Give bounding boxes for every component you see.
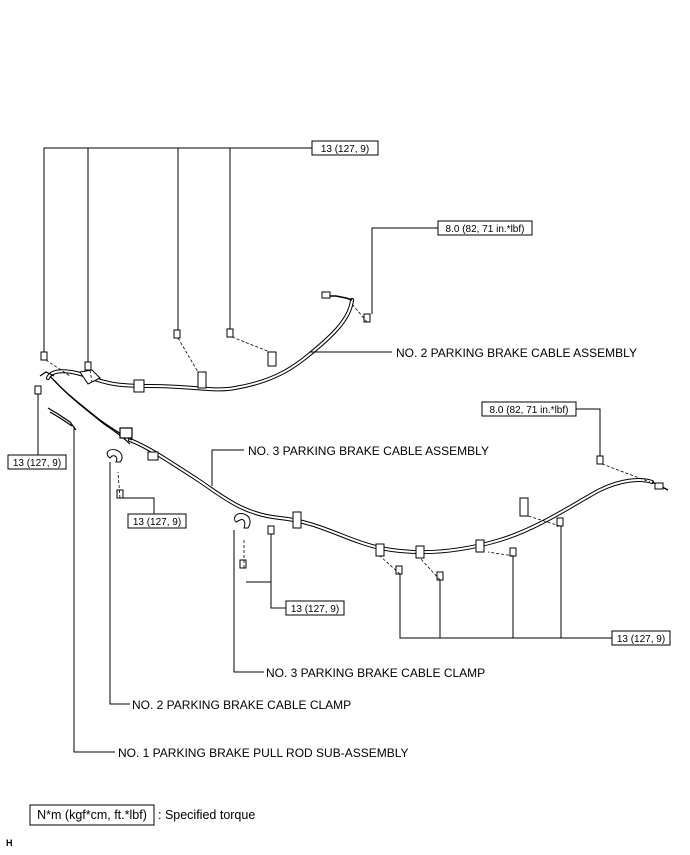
- clamp-no2-shape: [106, 449, 123, 463]
- legend-unit-box: N*m (kgf*cm, ft.*lbf): [37, 808, 147, 822]
- label-no3-cable-assembly: NO. 3 PARKING BRAKE CABLE ASSEMBLY: [248, 444, 489, 458]
- torque-value-center-left: 13 (127, 9): [133, 517, 181, 528]
- torque-value-left: 13 (127, 9): [13, 458, 61, 469]
- cable-no2-assembly: [46, 291, 354, 393]
- torque-value-right-upper: 8.0 (82, 71 in.*lbf): [446, 224, 525, 235]
- cable-no3-assembly: [128, 438, 669, 559]
- torque-value-bottom-right: 13 (127, 9): [617, 634, 665, 645]
- bolts: [34, 313, 604, 581]
- leader-lines: [37, 147, 612, 753]
- corner-mark: H: [6, 838, 13, 848]
- legend-description: : Specified torque: [158, 808, 255, 822]
- torque-box-bottom-right: 13 (127, 9): [611, 630, 671, 646]
- label-no3-cable-clamp: NO. 3 PARKING BRAKE CABLE CLAMP: [266, 666, 485, 680]
- torque-box-right-upper: 8.0 (82, 71 in.*lbf): [437, 220, 533, 236]
- clamp-no3-shape: [233, 513, 251, 529]
- label-no2-cable-clamp: NO. 2 PARKING BRAKE CABLE CLAMP: [132, 698, 351, 712]
- torque-value-right-middle: 8.0 (82, 71 in.*lbf): [490, 405, 569, 416]
- legend: N*m (kgf*cm, ft.*lbf) : Specified torque: [29, 804, 255, 826]
- torque-box-right-middle: 8.0 (82, 71 in.*lbf): [481, 401, 577, 417]
- label-pull-rod-sub-assembly: NO. 1 PARKING BRAKE PULL ROD SUB-ASSEMBL…: [118, 746, 409, 760]
- torque-box-top: 13 (127, 9): [311, 140, 379, 156]
- alignment-lines: [45, 303, 651, 581]
- label-no2-cable-assembly: NO. 2 PARKING BRAKE CABLE ASSEMBLY: [396, 346, 637, 360]
- torque-box-left: 13 (127, 9): [7, 454, 67, 470]
- torque-box-center-left: 13 (127, 9): [127, 513, 187, 529]
- pull-rod-linkage: [39, 371, 133, 445]
- torque-box-center: 13 (127, 9): [285, 600, 345, 616]
- torque-value-top: 13 (127, 9): [321, 144, 369, 155]
- torque-value-center: 13 (127, 9): [291, 604, 339, 615]
